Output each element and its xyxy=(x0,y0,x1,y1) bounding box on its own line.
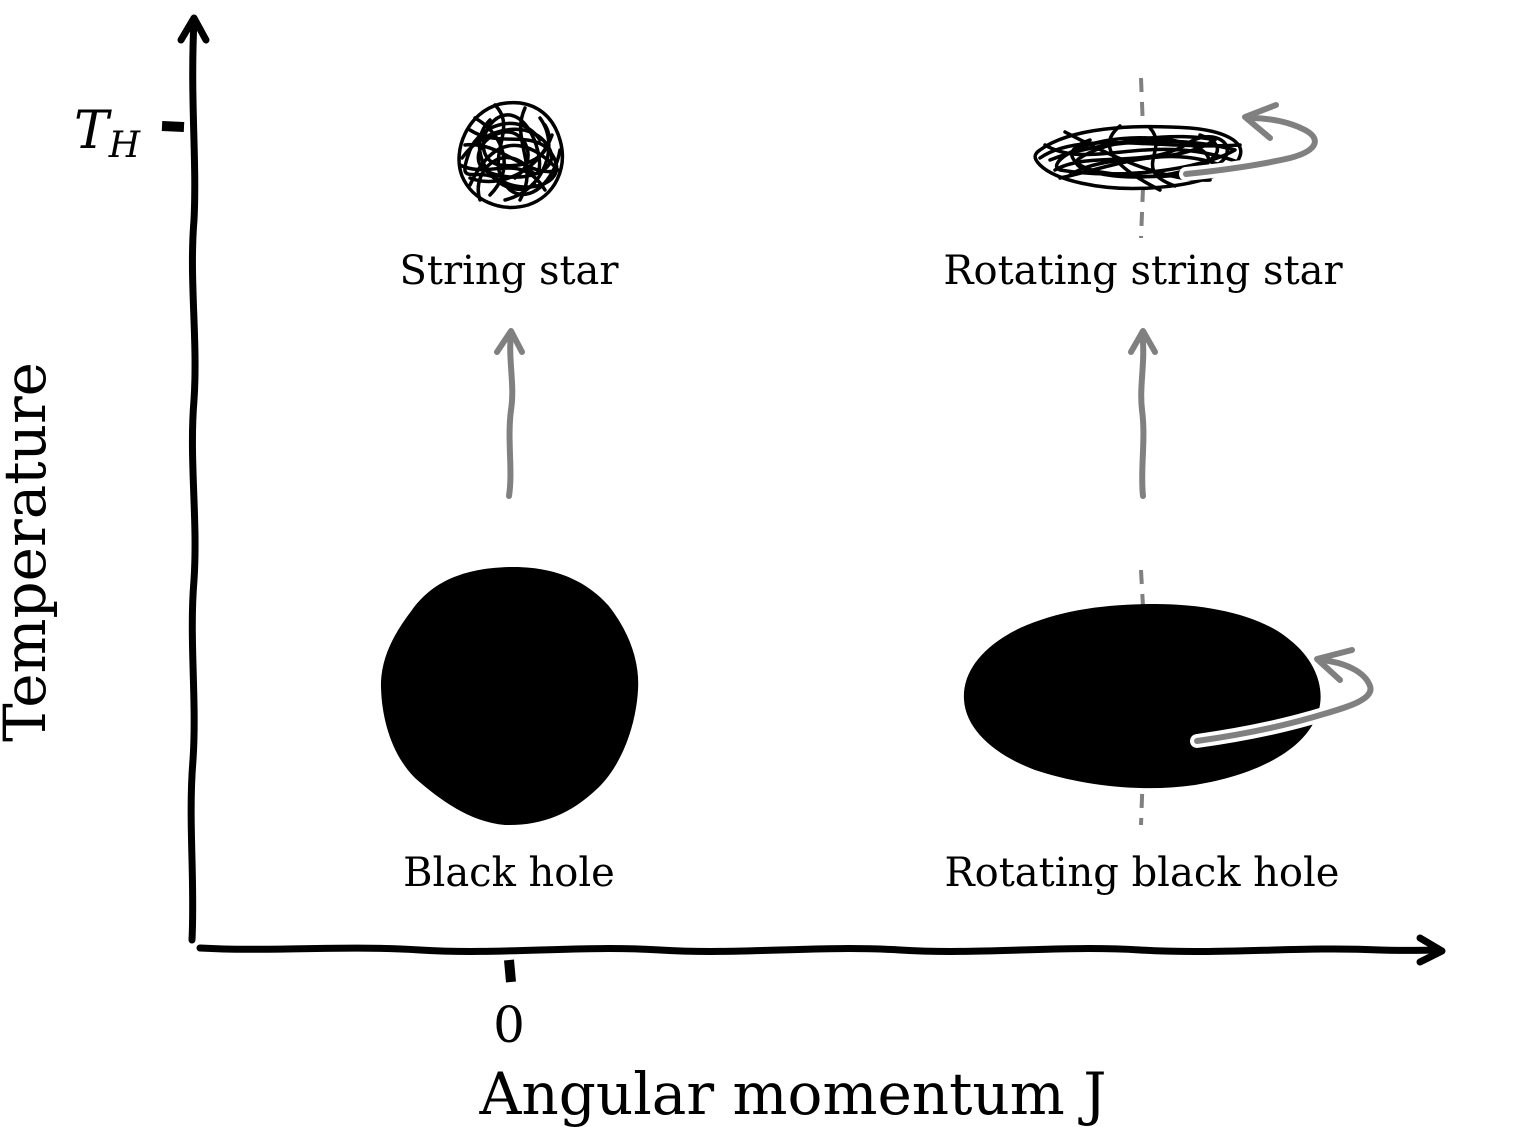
string-star-shape xyxy=(457,101,565,210)
y-axis-label: Temperature xyxy=(0,362,59,742)
y-tick-subscript: H xyxy=(108,125,141,166)
transition-arrow-left xyxy=(494,328,525,499)
transition-arrow-left-shaft xyxy=(506,330,516,499)
rotating-black-hole-shape xyxy=(963,604,1321,789)
rotating-string-star-label: Rotating string star xyxy=(943,248,1343,294)
black-hole-label: Black hole xyxy=(403,850,615,896)
rotation-axis-upper-dashes xyxy=(1139,77,1145,239)
x-axis-line xyxy=(196,944,1444,956)
y-tick-label: TH xyxy=(74,101,141,166)
x-axis-arrowhead xyxy=(1416,934,1446,966)
rotation-arrowhead xyxy=(1314,647,1355,683)
rotating-black-hole-label: Rotating black hole xyxy=(945,850,1340,896)
x-axis-tick xyxy=(504,959,516,983)
rotating-string-star xyxy=(1033,77,1322,239)
y-axis xyxy=(161,14,210,944)
y-axis-tick xyxy=(161,121,185,132)
x-axis-label: Angular momentum J xyxy=(479,1060,1107,1127)
y-tick-main: T xyxy=(74,101,112,161)
string-rotation-arrowhead xyxy=(1242,102,1279,141)
y-axis-line xyxy=(187,16,199,944)
x-axis xyxy=(196,934,1446,983)
y-axis-arrowhead xyxy=(177,14,210,44)
rotating-string-star-shape xyxy=(1033,124,1243,192)
rotation-arrow xyxy=(1194,657,1374,744)
transition-arrow-right xyxy=(1128,328,1158,499)
rotating-black-hole xyxy=(963,569,1378,826)
transition-arrow-right-shaft xyxy=(1138,330,1147,499)
transition-arrow-right-head xyxy=(1128,328,1158,355)
string-star-label: String star xyxy=(399,248,619,294)
black-hole-shape xyxy=(380,566,639,826)
x-tick-label: 0 xyxy=(493,996,525,1054)
transition-arrow-left-head xyxy=(494,328,525,355)
string-rotation-arrow xyxy=(1183,115,1318,177)
